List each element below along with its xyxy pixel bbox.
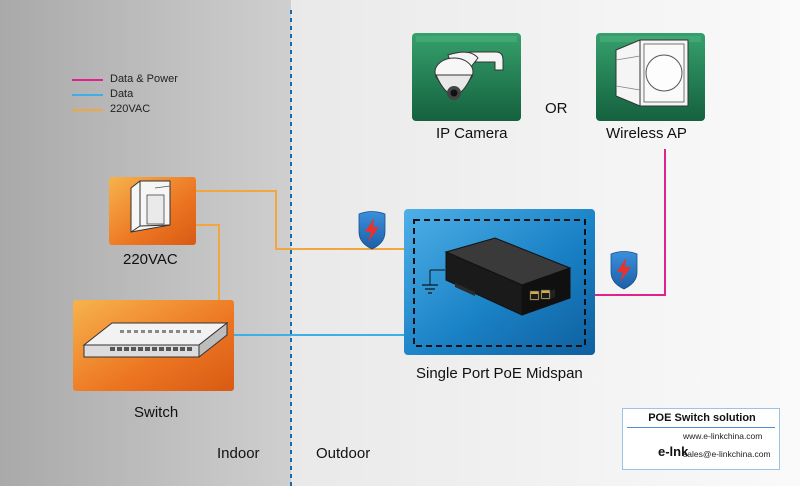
legend-label-data: Data: [110, 88, 134, 100]
or-label: OR: [545, 100, 568, 117]
switch-icon: [73, 300, 234, 391]
logo-email: sales@e-linkchina.com: [683, 449, 771, 459]
surge-protector-icon: [610, 251, 638, 290]
poe-midspan-icon: [404, 209, 595, 355]
logo-title: POE Switch solution: [648, 412, 756, 424]
cable-data-power: [595, 149, 666, 296]
power-supply-icon: [109, 177, 196, 245]
company-logo-panel: POE Switch solution e-lnk www.e-linkchin…: [622, 408, 780, 470]
wireless-ap-label: Wireless AP: [606, 125, 687, 142]
switch-label: Switch: [134, 404, 179, 421]
midspan-label: Single Port PoE Midspan: [416, 365, 583, 382]
ip-camera-icon: [412, 33, 521, 121]
legend-label-220vac: 220VAC: [110, 103, 151, 115]
logo-brand: e-lnk: [658, 444, 689, 459]
cable-220vac-switch: [196, 224, 220, 300]
ip-camera-label: IP Camera: [436, 125, 508, 142]
surge-protector-icon: [358, 211, 386, 250]
cable-220vac-midspan: [196, 190, 406, 250]
outdoor-label: Outdoor: [316, 445, 371, 462]
legend-label-data-power: Data & Power: [110, 73, 178, 85]
logo-website: www.e-linkchina.com: [683, 431, 763, 441]
wireless-ap-icon: [596, 33, 705, 121]
logo-divider: [627, 427, 775, 428]
indoor-label: Indoor: [217, 445, 260, 462]
power-supply-label: 220VAC: [123, 251, 178, 268]
